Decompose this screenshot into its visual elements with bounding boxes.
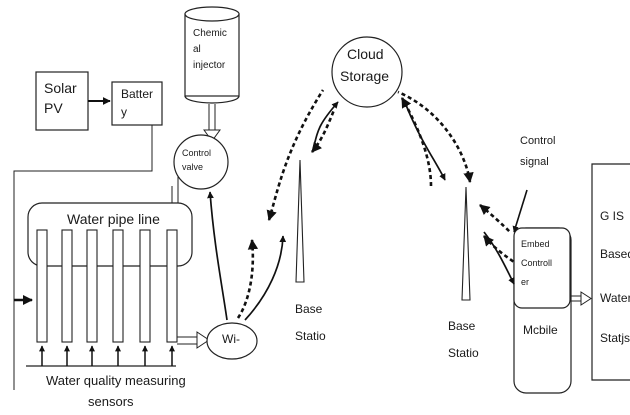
control-valve-circle (173, 134, 229, 190)
battery-box (111, 81, 163, 126)
wifi-ellipse (206, 322, 258, 360)
embedded-controller-label-line1: Embed (521, 239, 550, 249)
base-station-left-tower (295, 159, 305, 283)
sensor-tubes (36, 229, 178, 343)
mobile-label: Mcbile (523, 323, 558, 337)
cloud-storage-circle (331, 36, 403, 108)
cloud-storage-label-line1: Cloud (347, 46, 384, 62)
sensor-up-arrows (39, 345, 175, 366)
wireless-solid-links (207, 101, 515, 321)
base-station-right-tower (461, 186, 471, 301)
solar-pv-box (35, 71, 89, 131)
solar-label-line1: Solar (44, 80, 77, 96)
base-station-right-label-line1: Base (448, 319, 476, 333)
control-signal-arrow (512, 189, 528, 233)
battery-label-line2: y (121, 105, 127, 119)
gis-box (591, 163, 630, 381)
embedded-controller-label-line2: Controll (521, 258, 553, 268)
chemical-injector-label-line1: Chemic (193, 28, 227, 39)
sensors-label-line2: sensors (88, 394, 134, 409)
control-signal-label-line2: signal (520, 156, 549, 168)
chemical-injector-label-line3: injector (193, 60, 226, 71)
base-station-right-label-line2: Statio (448, 346, 479, 360)
gis-label-line2: Based (600, 247, 630, 261)
cloud-storage-label-line2: Storage (340, 68, 390, 84)
wifi-label: Wi- (222, 332, 240, 346)
chemical-injector-cylinder (184, 6, 240, 104)
sensors-label-line1: Water quality measuring (46, 373, 186, 388)
gis-label-line4: Statjs (600, 331, 630, 345)
gis-label-line3: Water (600, 291, 630, 305)
sensors-to-wifi-arrow (177, 331, 210, 349)
embedded-controller-box (513, 227, 571, 309)
chemical-injector-label-line2: al (193, 44, 201, 55)
control-valve-label-line2: valve (182, 162, 204, 172)
embedded-controller-label-line3: er (521, 277, 530, 287)
battery-label-line1: Batter (121, 87, 154, 101)
solar-label-line2: PV (44, 100, 63, 116)
battery-power-wire (13, 125, 153, 390)
wireless-dashed-links (236, 89, 515, 319)
water-pipe-line-label: Water pipe line (67, 211, 160, 227)
control-valve-label-line1: Control (182, 148, 212, 158)
control-signal-label-line1: Control (520, 135, 556, 147)
mobile-to-gis-arrow (571, 291, 592, 306)
base-station-left-label-line1: Base (295, 302, 323, 316)
gis-label-line1: G IS (600, 209, 625, 223)
base-station-left-label-line2: Statio (295, 329, 326, 343)
